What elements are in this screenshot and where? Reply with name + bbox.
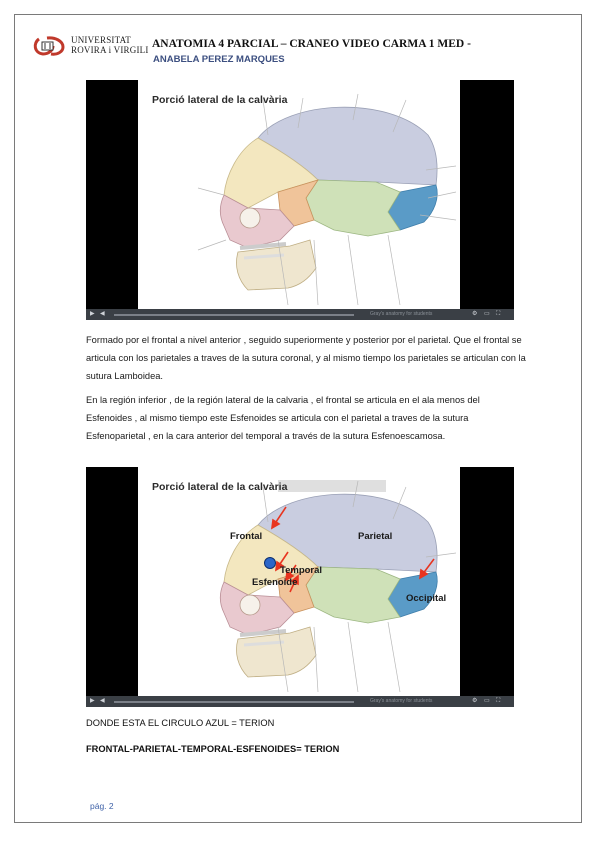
video-player-1[interactable]: Porció lateral de la calvària ▶ ◀ Gray's… bbox=[86, 80, 514, 320]
play-icon[interactable]: ▶ bbox=[90, 311, 95, 317]
video-frame: Porció lateral de la calvària Frontal Pa… bbox=[138, 467, 460, 696]
progress-bar[interactable] bbox=[114, 314, 354, 316]
slide-title: Porció lateral de la calvària bbox=[152, 481, 288, 493]
fullscreen-icon[interactable]: ⛶ bbox=[496, 311, 501, 317]
caption-icon[interactable]: ▭ bbox=[484, 311, 490, 317]
play-icon[interactable]: ▶ bbox=[90, 698, 95, 704]
page-number: pág. 2 bbox=[90, 801, 114, 811]
caption-terion-bones: FRONTAL-PARIETAL-TEMPORAL-ESFENOIDES= TE… bbox=[86, 744, 340, 754]
video-controls: ▶ ◀ Gray's anatomy for students ⚙ ▭ ⛶ bbox=[86, 309, 514, 320]
settings-icon[interactable]: ⚙ bbox=[472, 311, 478, 317]
label-parietal: Parietal bbox=[358, 531, 393, 542]
paragraph-2: En la región inferior , de la región lat… bbox=[86, 395, 480, 441]
university-logo: UNIVERSITAT ROVIRA i VIRGILI bbox=[33, 35, 153, 57]
video-overlay bbox=[278, 480, 386, 492]
paragraph-1: Formado por el frontal a nivel anterior … bbox=[86, 335, 526, 381]
urv-logo-icon bbox=[33, 36, 65, 56]
settings-icon[interactable]: ⚙ bbox=[472, 698, 478, 704]
video-watermark: Gray's anatomy for students bbox=[370, 311, 433, 317]
label-esfenoide: Esfenoide bbox=[252, 577, 298, 588]
video-controls: ▶ ◀ Gray's anatomy for students ⚙ ▭ ⛶ bbox=[86, 696, 514, 707]
slide-title: Porció lateral de la calvària bbox=[152, 94, 288, 106]
volume-icon[interactable]: ◀ bbox=[100, 698, 105, 704]
fullscreen-icon[interactable]: ⛶ bbox=[496, 698, 501, 704]
logo-line2: ROVIRA i VIRGILI bbox=[71, 44, 149, 55]
label-temporal: Temporal bbox=[280, 565, 323, 576]
label-frontal: Frontal bbox=[230, 531, 263, 542]
skull-illustration bbox=[197, 93, 457, 306]
progress-bar[interactable] bbox=[114, 701, 354, 703]
document-author: ANABELA PEREZ MARQUES bbox=[153, 54, 285, 65]
caption-icon[interactable]: ▭ bbox=[484, 698, 490, 704]
document-title: ANATOMIA 4 PARCIAL – CRANEO VIDEO CARMA … bbox=[152, 38, 471, 50]
video-frame: Porció lateral de la calvària bbox=[138, 80, 460, 309]
video-player-2[interactable]: Porció lateral de la calvària Frontal Pa… bbox=[86, 467, 514, 707]
page-border bbox=[14, 14, 582, 823]
label-occipital: Occipital bbox=[406, 593, 447, 604]
video-watermark: Gray's anatomy for students bbox=[370, 698, 433, 704]
caption-terion-question: DONDE ESTA EL CIRCULO AZUL = TERION bbox=[86, 718, 275, 728]
logo-line1: UNIVERSITAT bbox=[71, 35, 131, 45]
red-arrows bbox=[271, 506, 435, 593]
skull-illustration-labeled bbox=[219, 480, 457, 693]
volume-icon[interactable]: ◀ bbox=[100, 311, 105, 317]
pterion-marker bbox=[264, 557, 276, 569]
